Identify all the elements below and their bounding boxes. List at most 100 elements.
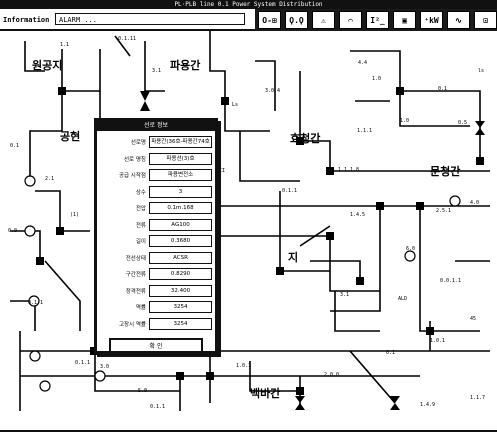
node-tag: ALD	[398, 296, 408, 302]
zoom-fit-button[interactable]: O-⊞	[258, 11, 281, 29]
field-label: 선로명	[130, 140, 146, 147]
field-value[interactable]: 3	[149, 185, 212, 198]
exit-button[interactable]: ⊡	[474, 11, 497, 29]
field-label: 상수	[135, 189, 146, 196]
alarm-button[interactable]: ⚠	[312, 11, 335, 29]
node-tag: 2.0.0	[324, 372, 340, 378]
node-tag: 0.1.1	[282, 188, 298, 194]
node-tag: 2.1	[45, 176, 55, 182]
confirm-button[interactable]: 확 인	[109, 338, 203, 355]
field-value[interactable]: 파용간(36호-파용간74호	[149, 136, 212, 149]
node-tag: 0.1	[10, 143, 20, 149]
field-label: 길이	[135, 239, 146, 246]
node-tag: 0.1.11	[118, 36, 137, 42]
node-tag: 1.1.7	[470, 395, 486, 401]
node-tag: 1.1.1	[357, 128, 373, 134]
meter-icon: ⁺kW	[424, 15, 439, 25]
node-tag: 6.0	[406, 246, 416, 252]
node-tag: 1.0.1	[236, 363, 252, 369]
node-tag: 1.0.1	[430, 338, 446, 344]
window-title: PL·PLB line 0.1 Power System Distributio…	[174, 1, 323, 8]
place-label-gonghyeon: 공현	[60, 130, 81, 143]
meter-button[interactable]: ⁺kW	[420, 11, 443, 29]
probe-button[interactable]: Ϙ.Ϙ	[285, 11, 308, 29]
field-value[interactable]: ACSR	[149, 251, 212, 264]
probe-icon: Ϙ.Ϙ	[289, 15, 304, 25]
node-tag: 3.0.4	[265, 88, 281, 94]
field-value[interactable]: 0.3680	[149, 235, 212, 248]
alarm-icon: ⚠	[321, 15, 326, 25]
node-tag: 1.4.9	[420, 402, 436, 408]
curve-button[interactable]: ⌒	[339, 11, 362, 29]
place-label-wongong: 원공지	[32, 59, 63, 72]
node-tag: 4.4	[358, 60, 368, 66]
dialog-title: 선로 정보	[97, 121, 215, 131]
window-title-bar: PL·PLB line 0.1 Power System Distributio…	[0, 0, 497, 9]
node-tag: 4.0	[470, 200, 480, 206]
field-value[interactable]: 3254	[149, 301, 212, 314]
field-value[interactable]: 32.400	[149, 284, 212, 297]
exit-icon: ⊡	[483, 15, 488, 25]
node-tag: 0.1	[438, 86, 448, 92]
node-tag: 0.1.1	[28, 300, 44, 306]
node-tag: 1.0	[400, 118, 410, 124]
wave-button[interactable]: ∿	[447, 11, 470, 29]
field-value[interactable]: 3254	[149, 317, 212, 330]
wave-icon: ∿	[455, 15, 462, 25]
information-label: Information	[3, 16, 50, 24]
field-value[interactable]: 0.8290	[149, 268, 212, 281]
transformer-symbols	[24, 175, 461, 392]
node-tag: 1.4.5	[350, 212, 366, 218]
field-label: 구간전류	[125, 272, 146, 279]
field-value[interactable]: 파용변전소	[149, 169, 212, 182]
field-label: 고장시 역률	[118, 321, 146, 328]
node-tag: 0.1.1	[150, 404, 166, 410]
zoom-fit-icon: O-⊞	[262, 15, 277, 25]
transformer-icon: I²_	[370, 15, 385, 25]
field-label: 역률	[135, 305, 146, 312]
place-label-hyocheong: 효청간	[290, 132, 321, 145]
information-field[interactable]: ALARM ...	[55, 13, 245, 25]
node-tag: 0.5	[458, 120, 468, 126]
node-tag: 2.5.1	[436, 208, 452, 214]
node-tag: 45	[470, 316, 477, 322]
field-label: 전류	[135, 222, 146, 229]
field-label: 전선상태	[125, 255, 146, 262]
field-value[interactable]: 파용선(3)호	[149, 152, 212, 165]
toolbar: O-⊞ Ϙ.Ϙ ⚠ ⌒ I²_ ▣ ⁺kW ∿ ⊡	[255, 9, 497, 31]
distribution-network-diagram[interactable]	[0, 31, 497, 431]
node-tag: ls	[478, 68, 485, 74]
field-label: 공급 시작점	[118, 173, 146, 180]
node-tag: 0.0	[8, 228, 18, 234]
node-tag: 1.0	[372, 76, 382, 82]
node-tag: RCI	[216, 168, 226, 174]
node-tag: Ls	[232, 102, 239, 108]
node-tag: 5.0	[138, 388, 148, 394]
field-label: 정격전류	[125, 288, 146, 295]
curve-icon: ⌒	[348, 15, 353, 25]
switch-symbols	[36, 87, 485, 410]
field-label: 전압	[135, 206, 146, 213]
breaker-icon: ▣	[402, 15, 407, 25]
place-label-muncheong: 문청간	[430, 165, 461, 178]
field-value[interactable]: AG100	[149, 218, 212, 231]
field-label: 선로 명칭	[124, 156, 146, 163]
transformer-button[interactable]: I²_	[366, 11, 389, 29]
place-label-ji: 지	[288, 251, 299, 264]
bottom-border	[0, 430, 497, 432]
node-tag: 3.1	[152, 68, 162, 74]
breaker-button[interactable]: ▣	[393, 11, 416, 29]
node-tag: 0.1	[386, 350, 396, 356]
field-value[interactable]: 0.1m.168	[149, 202, 212, 215]
